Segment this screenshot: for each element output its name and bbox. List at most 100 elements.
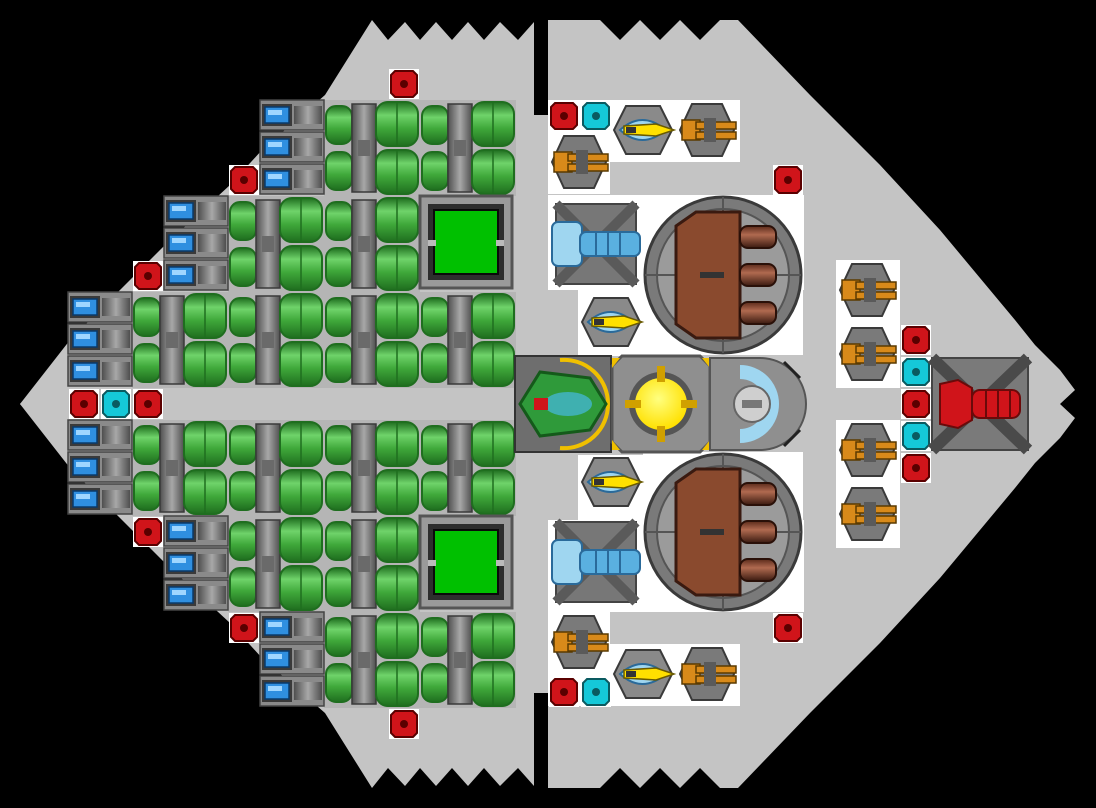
- autocannon-turret[interactable]: [838, 487, 897, 541]
- cockpit[interactable]: [514, 355, 612, 453]
- thruster[interactable]: [67, 291, 133, 323]
- shield-block[interactable]: [101, 389, 131, 419]
- storage-tank-icon: [325, 297, 353, 337]
- thruster[interactable]: [259, 99, 325, 131]
- autocannon-turret[interactable]: [550, 615, 609, 669]
- power-block[interactable]: [133, 517, 163, 547]
- autocannon-turret[interactable]: [838, 263, 897, 317]
- storage-tank[interactable]: [228, 420, 324, 516]
- thruster[interactable]: [163, 547, 229, 579]
- storage-tank[interactable]: [324, 420, 420, 516]
- sensor-dish-icon: [739, 365, 779, 443]
- power-block[interactable]: [549, 677, 579, 707]
- storage-tank[interactable]: [324, 100, 420, 196]
- thruster[interactable]: [259, 611, 325, 643]
- storage-tank[interactable]: [324, 516, 420, 612]
- storage-tank[interactable]: [132, 420, 228, 516]
- power-block[interactable]: [389, 69, 419, 99]
- autocannon-turret[interactable]: [678, 647, 737, 701]
- autocannon-turret[interactable]: [838, 327, 897, 381]
- storage-tank-icon: [325, 105, 353, 145]
- storage-tank-icon: [421, 105, 449, 145]
- storage-tank-icon: [421, 425, 449, 465]
- shield-block[interactable]: [901, 357, 931, 387]
- thruster[interactable]: [259, 675, 325, 707]
- sensor-dish[interactable]: [709, 357, 807, 451]
- storage-tank-icon: [325, 521, 353, 561]
- power-block[interactable]: [549, 101, 579, 131]
- storage-tank[interactable]: [228, 516, 324, 612]
- thruster[interactable]: [67, 419, 133, 451]
- laser-turret[interactable]: [580, 457, 645, 507]
- power-block[interactable]: [901, 453, 931, 483]
- power-block[interactable]: [133, 389, 163, 419]
- hull-black-gap-top: [534, 0, 548, 115]
- power-block[interactable]: [229, 613, 259, 643]
- thruster[interactable]: [67, 355, 133, 387]
- hangar-upper[interactable]: [418, 194, 514, 290]
- laser-turret-icon: [591, 315, 645, 329]
- storage-tank[interactable]: [324, 196, 420, 292]
- shield-block[interactable]: [581, 101, 611, 131]
- thruster[interactable]: [163, 515, 229, 547]
- thruster[interactable]: [163, 579, 229, 611]
- thruster[interactable]: [259, 131, 325, 163]
- large-battery-turret-lower[interactable]: [643, 452, 803, 612]
- thruster[interactable]: [67, 323, 133, 355]
- reactor-core-icon: [635, 378, 687, 430]
- storage-tank[interactable]: [228, 196, 324, 292]
- laser-turret-icon: [591, 475, 645, 489]
- storage-tank[interactable]: [420, 292, 516, 388]
- power-block[interactable]: [901, 389, 931, 419]
- hangar-lower[interactable]: [418, 514, 514, 610]
- storage-tank[interactable]: [420, 612, 516, 708]
- storage-tank-icon: [229, 521, 257, 561]
- thruster[interactable]: [163, 227, 229, 259]
- thruster[interactable]: [67, 451, 133, 483]
- shield-block[interactable]: [901, 421, 931, 451]
- thruster[interactable]: [163, 259, 229, 291]
- autocannon-turret[interactable]: [678, 103, 737, 157]
- power-and-shield-blocks: [69, 69, 931, 739]
- power-block[interactable]: [229, 165, 259, 195]
- plasma-cannon-lower[interactable]: [551, 518, 641, 606]
- shield-block[interactable]: [581, 677, 611, 707]
- storage-tank[interactable]: [228, 292, 324, 388]
- laser-turret[interactable]: [580, 297, 645, 347]
- laser-turret[interactable]: [612, 105, 677, 155]
- power-block[interactable]: [773, 613, 803, 643]
- autocannon-turret[interactable]: [838, 423, 897, 477]
- main-engine[interactable]: [927, 353, 1033, 455]
- thruster[interactable]: [259, 643, 325, 675]
- storage-tank[interactable]: [324, 292, 420, 388]
- power-block[interactable]: [901, 325, 931, 355]
- storage-tank-icon: [229, 425, 257, 465]
- storage-tank-icon: [133, 297, 161, 337]
- power-block[interactable]: [389, 709, 419, 739]
- thruster-array: [67, 99, 325, 707]
- thruster[interactable]: [163, 195, 229, 227]
- thruster[interactable]: [67, 483, 133, 515]
- laser-turret-icon: [623, 123, 677, 137]
- storage-tank[interactable]: [420, 100, 516, 196]
- storage-tank-grid: [132, 100, 516, 708]
- power-block[interactable]: [773, 165, 803, 195]
- large-battery-turret-upper[interactable]: [643, 195, 803, 355]
- storage-tank-icon: [421, 297, 449, 337]
- turret-batteries: [550, 103, 897, 701]
- plasma-cannon-upper[interactable]: [551, 200, 641, 288]
- power-block[interactable]: [69, 389, 99, 419]
- hull-left-notch-top: [20, 388, 50, 420]
- storage-tank-icon: [229, 201, 257, 241]
- reactor[interactable]: [610, 354, 712, 454]
- storage-tank[interactable]: [420, 420, 516, 516]
- laser-turret[interactable]: [612, 649, 677, 699]
- storage-tank[interactable]: [324, 612, 420, 708]
- autocannon-turret[interactable]: [550, 135, 609, 189]
- power-block[interactable]: [133, 261, 163, 291]
- thruster[interactable]: [259, 163, 325, 195]
- storage-tank[interactable]: [132, 292, 228, 388]
- main-engine-icon: [939, 378, 973, 430]
